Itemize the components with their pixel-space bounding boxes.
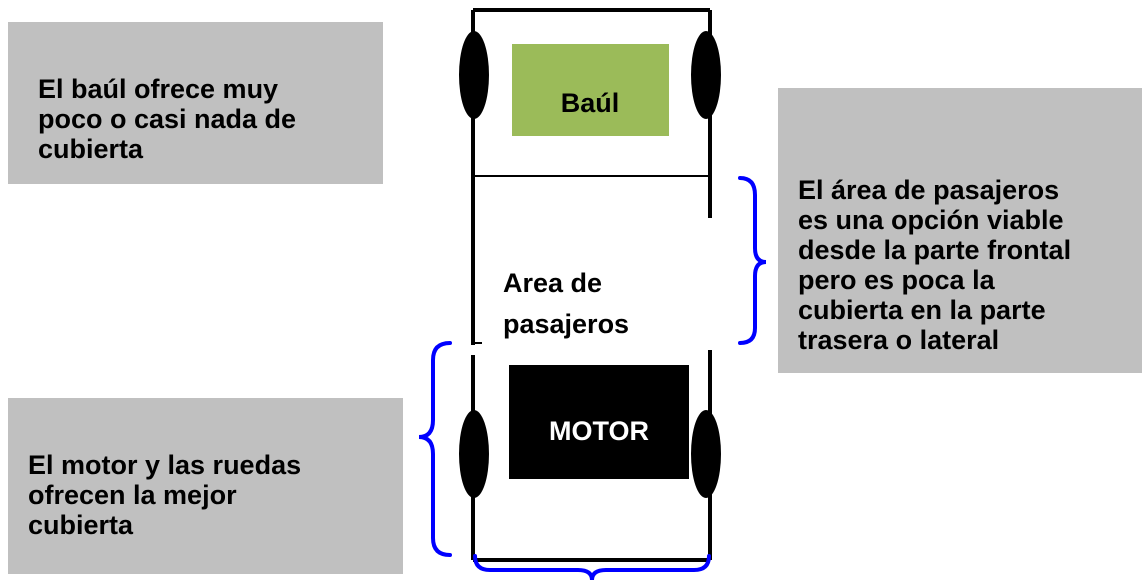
passenger-area-label-line2: pasajeros bbox=[503, 309, 629, 339]
motor-note-text: El motor y las ruedas ofrecen la mejor c… bbox=[28, 450, 302, 540]
motor-note-box: El motor y las ruedas ofrecen la mejor c… bbox=[8, 398, 403, 574]
trunk-box bbox=[512, 44, 669, 136]
trunk-note-text: El baúl ofrece muy poco o casi nada de c… bbox=[38, 74, 297, 164]
passenger-area-label-line1: Area de bbox=[503, 268, 602, 298]
bottom-brace bbox=[473, 554, 711, 580]
trunk-note-box: El baúl ofrece muy poco o casi nada de c… bbox=[8, 22, 383, 184]
motor-box bbox=[509, 365, 689, 479]
motor-wheels-brace bbox=[418, 341, 452, 557]
motor-label: MOTOR bbox=[549, 416, 649, 446]
trunk-label: Baúl bbox=[561, 88, 620, 118]
rear-left-wheel bbox=[459, 410, 489, 498]
front-left-wheel bbox=[459, 31, 489, 119]
front-right-wheel bbox=[691, 31, 721, 119]
passenger-area-brace bbox=[738, 176, 767, 345]
passenger-area-note-box: El área de pasajeros es una opción viabl… bbox=[778, 88, 1142, 373]
passenger-area-note-text: El área de pasajeros es una opción viabl… bbox=[798, 175, 1072, 355]
rear-right-wheel bbox=[691, 410, 721, 498]
